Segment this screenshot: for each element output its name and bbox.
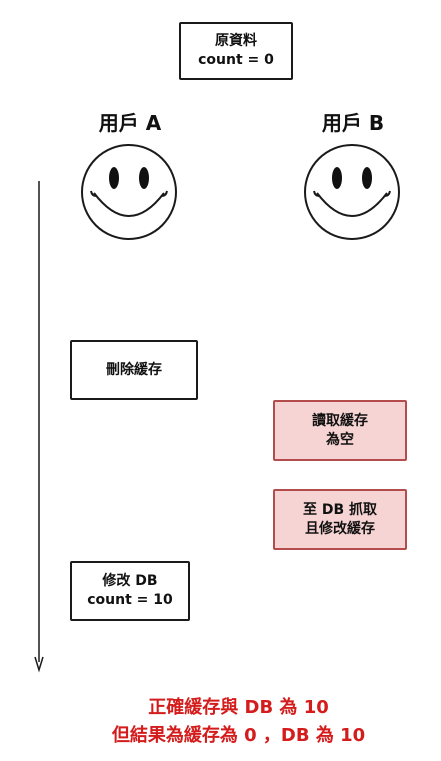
step-fetch-db: 至 DB 抓取 且修改緩存 bbox=[273, 489, 407, 550]
source-data-title: 原資料 bbox=[215, 33, 257, 49]
source-data-box: 原資料 count = 0 bbox=[179, 22, 293, 80]
user-b-label: 用戶 B bbox=[321, 111, 385, 135]
step-read-cache-empty-text: 為空 bbox=[326, 431, 354, 448]
step-read-cache-empty: 讀取緩存 為空 bbox=[273, 400, 407, 461]
step-modify-db-count: count = 10 bbox=[87, 592, 173, 608]
step-delete-cache-text: 刪除緩存 bbox=[106, 361, 162, 378]
user-a-smiley-icon bbox=[81, 144, 177, 240]
step-update-cache-text: 且修改緩存 bbox=[305, 520, 375, 537]
user-b-smiley-icon bbox=[304, 144, 400, 240]
step-modify-db: 修改 DB count = 10 bbox=[70, 561, 190, 621]
step-delete-cache: 刪除緩存 bbox=[70, 340, 198, 400]
source-data-count: count = 0 bbox=[198, 52, 274, 68]
result-actual-text: 但結果為緩存為 0 ，DB 為 10 bbox=[111, 725, 366, 746]
step-read-cache-text: 讀取緩存 bbox=[312, 412, 368, 429]
timeline-arrow bbox=[34, 181, 44, 673]
step-fetch-db-text: 至 DB 抓取 bbox=[302, 501, 378, 518]
step-modify-db-text: 修改 DB bbox=[102, 573, 158, 589]
result-expected-text: 正確緩存與 DB 為 10 bbox=[148, 697, 329, 718]
user-a-label: 用戶 A bbox=[98, 111, 162, 135]
